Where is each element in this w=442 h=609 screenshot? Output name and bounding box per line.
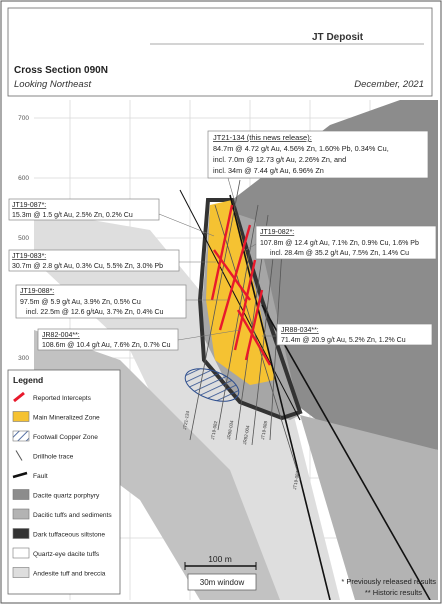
leader-lines bbox=[158, 177, 277, 341]
callout-jt19-082: JT19-082*: 107.8m @ 12.4 g/t Au, 7.1% Zn… bbox=[255, 225, 437, 260]
legend-swatch bbox=[12, 508, 30, 520]
callout-line: incl. 22.5m @ 12.6 g/tAu, 3.7% Zn, 0.4% … bbox=[26, 309, 164, 316]
drillhole-label: JT21-134 bbox=[182, 410, 190, 430]
legend-label: Reported Intercepts bbox=[33, 395, 92, 402]
legend-swatch bbox=[12, 430, 30, 442]
elevation-label: 300 bbox=[18, 355, 29, 362]
siltstone-rim bbox=[197, 198, 303, 421]
legend-swatch bbox=[13, 391, 25, 403]
callout-title: JT19-082*: bbox=[260, 229, 294, 236]
callout-line: incl. 28.4m @ 35.2 g/t Au, 7.5% Zn, 1.4%… bbox=[270, 250, 409, 257]
legend-label: Drillhole trace bbox=[33, 454, 74, 461]
elevation-label: 500 bbox=[18, 235, 29, 242]
footnote-historic: ** Historic results bbox=[365, 588, 422, 597]
legend-swatch bbox=[12, 411, 30, 422]
legend-item: Fault bbox=[12, 471, 48, 480]
legend-label: Dark tuffaceous siltstone bbox=[33, 532, 105, 539]
legend-item: Dacite quartz porphyry bbox=[12, 489, 100, 500]
legend-title: Legend bbox=[13, 375, 43, 385]
legend-swatch bbox=[15, 450, 23, 461]
callout-line: incl. 34m @ 7.44 g/t Au, 6.96% Zn bbox=[213, 166, 324, 175]
footnotes: * Previously released results ** Histori… bbox=[341, 577, 436, 597]
callout-jr88-034: JR88-034**: 71.4m @ 20.9 g/t Au, 5.2% Zn… bbox=[276, 323, 433, 346]
header-box: JT Deposit Cross Section 090N Looking No… bbox=[7, 7, 433, 97]
drillhole-label: JT19-082 bbox=[210, 420, 218, 440]
legend-label: Dacitic tuffs and sediments bbox=[33, 512, 112, 519]
legend-swatch bbox=[12, 547, 30, 559]
window-label: 30m window bbox=[200, 578, 245, 587]
deposit-name: JT Deposit bbox=[312, 32, 364, 43]
callout-jt19-087: JT19-087*: 15.3m @ 1.5 g/t Au, 2.5% Zn, … bbox=[8, 198, 160, 221]
legend-label: Main Mineralized Zone bbox=[33, 415, 100, 422]
footnote-previous: * Previously released results bbox=[341, 577, 436, 586]
callout-line: 71.4m @ 20.9 g/t Au, 5.2% Zn, 1.2% Cu bbox=[281, 337, 406, 344]
legend-item: Main Mineralized Zone bbox=[12, 411, 100, 422]
callout-title: JT19-083*: bbox=[12, 253, 46, 260]
callout-jt21-134: JT21-134 (this news release): 84.7m @ 4.… bbox=[207, 130, 429, 179]
elevation-label: 700 bbox=[18, 115, 29, 122]
legend-item: Dark tuffaceous siltstone bbox=[12, 528, 105, 539]
legend-item: Drillhole trace bbox=[15, 450, 74, 461]
section-title: Cross Section 090N bbox=[14, 65, 108, 76]
legend-item: Reported Intercepts bbox=[13, 391, 92, 403]
callout-title: JT19-088*: bbox=[20, 288, 54, 295]
fault-line bbox=[229, 194, 331, 600]
drillhole-label: JR82-004 bbox=[242, 425, 250, 446]
fault-line bbox=[261, 304, 431, 600]
drillhole-labels: JT21-134 JT19-082 JR88-034 JR82-004 JT19… bbox=[182, 410, 300, 490]
callout-line: 84.7m @ 4.72 g/t Au, 4.56% Zn, 1.60% Pb,… bbox=[213, 144, 389, 153]
looking-direction: Looking Northeast bbox=[14, 79, 91, 90]
legend-item: Andesite tuff and breccia bbox=[12, 567, 106, 578]
legend-item: Quartz-eye dacite tuffs bbox=[12, 547, 100, 559]
reported-intercepts bbox=[210, 204, 272, 366]
callout-line: 30.7m @ 2.8 g/t Au, 0.3% Cu, 5.5% Zn, 3.… bbox=[12, 263, 163, 270]
legend-swatch bbox=[12, 471, 28, 479]
legend-swatch bbox=[12, 528, 30, 539]
callout-jt19-083: JT19-083*: 30.7m @ 2.8 g/t Au, 0.3% Cu, … bbox=[8, 249, 180, 272]
callout-title: JR82-004**: bbox=[42, 332, 80, 339]
legend-label: Footwall Copper Zone bbox=[33, 434, 98, 441]
callout-title: JT19-087*: bbox=[12, 202, 46, 209]
callout-title: JR88-034**: bbox=[281, 327, 319, 334]
legend-swatch bbox=[12, 489, 30, 500]
section-date: December, 2021 bbox=[354, 79, 424, 90]
scale-bar: 100 m bbox=[184, 554, 257, 570]
window-label-box: 30m window bbox=[187, 573, 257, 591]
callout-line: 108.6m @ 10.4 g/t Au, 7.6% Zn, 0.7% Cu bbox=[42, 342, 171, 349]
legend-label: Andesite tuff and breccia bbox=[33, 571, 106, 578]
legend-label: Fault bbox=[33, 473, 48, 480]
callout-jt19-088: JT19-088*: 97.5m @ 5.9 g/t Au, 3.9% Zn, … bbox=[15, 284, 187, 319]
callout-title: JT21-134 (this news release): bbox=[213, 133, 312, 142]
drillhole-label: JR88-034 bbox=[226, 420, 234, 441]
legend-item: Dacitic tuffs and sediments bbox=[12, 508, 112, 520]
legend-label: Dacite quartz porphyry bbox=[33, 493, 100, 500]
legend-item: Footwall Copper Zone bbox=[12, 430, 98, 442]
callout-jr82-004: JR82-004**: 108.6m @ 10.4 g/t Au, 7.6% Z… bbox=[37, 328, 179, 351]
callout-line: incl. 7.0m @ 12.73 g/t Au, 2.26% Zn, and bbox=[213, 155, 346, 164]
callout-line: 15.3m @ 1.5 g/t Au, 2.5% Zn, 0.2% Cu bbox=[12, 212, 133, 219]
legend-swatch bbox=[12, 567, 30, 578]
drillhole-label: JT19-088 bbox=[260, 420, 268, 440]
callout-line: 107.8m @ 12.4 g/t Au, 7.1% Zn, 0.9% Cu, … bbox=[260, 240, 419, 247]
scale-label: 100 m bbox=[208, 554, 232, 564]
legend-label: Quartz-eye dacite tuffs bbox=[33, 551, 100, 558]
elevation-label: 600 bbox=[18, 175, 29, 182]
callout-line: 97.5m @ 5.9 g/t Au, 3.9% Zn, 0.5% Cu bbox=[20, 299, 141, 306]
drillhole-label: JT19-087 bbox=[292, 470, 300, 490]
